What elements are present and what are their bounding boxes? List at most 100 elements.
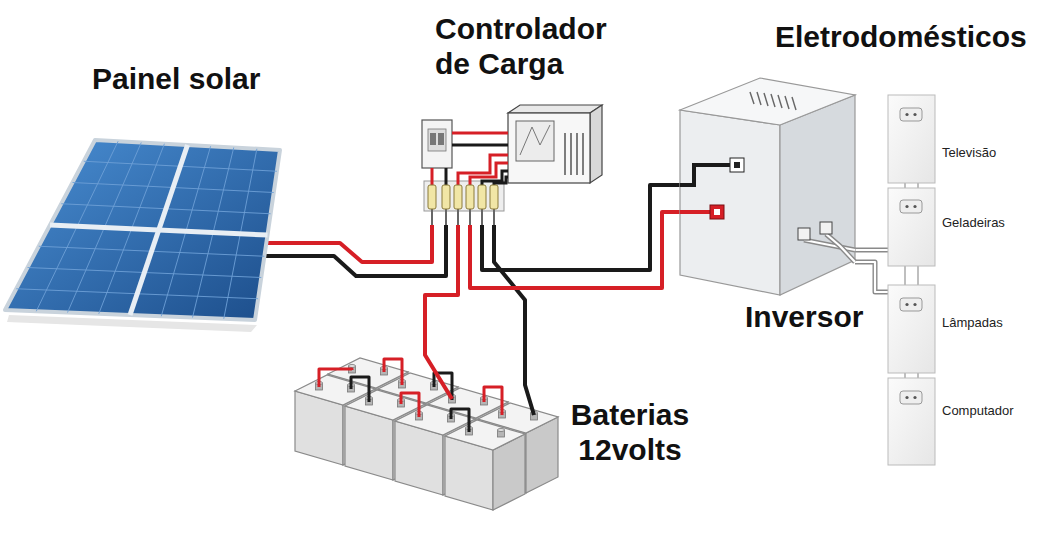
outlet-strip-part-part [905, 303, 908, 306]
outlet-strip-part [888, 188, 935, 266]
outlet-strip-part-part [905, 205, 908, 208]
inverter-part [804, 240, 855, 250]
charge-controller-part-part [442, 185, 450, 209]
outlet-strip-part-part [900, 200, 922, 213]
ac-cable [855, 248, 888, 253]
charge-controller-part-part [493, 209, 495, 225]
appliance-label: Lâmpadas [942, 315, 1003, 331]
charge-controller-part-part [457, 209, 459, 225]
solar-panel-part-part [50, 225, 268, 235]
appliance-label: Geladeiras [942, 215, 1005, 231]
battery-bank-part-part [401, 393, 419, 417]
charge-controller-part-part [570, 133, 572, 175]
inverter-node: Inversor [680, 70, 855, 295]
charge-controller-part-part [490, 185, 498, 209]
charge-controller-part-part [582, 133, 584, 175]
outlet-strip-part [888, 378, 935, 465]
charge-controller-part [422, 120, 452, 168]
solar-panel-part [50, 145, 268, 315]
outlet-strip-part-part [904, 373, 906, 378]
battery-title: Baterias 12volts [565, 398, 695, 467]
charge-controller-part-part [445, 209, 447, 225]
battery-bank-part-part [484, 387, 502, 415]
outlet-strip-part [888, 95, 935, 183]
ac-cable [855, 262, 888, 292]
outlet-strip-part-part [917, 373, 919, 378]
outlet-strip-part-part [917, 183, 919, 188]
inverter-part [680, 78, 855, 125]
inverter-part [730, 158, 744, 172]
outlet-strip-part-part [913, 205, 916, 208]
charge-controller-part [445, 168, 448, 185]
inverter-title: Inversor [745, 300, 863, 335]
outlet-strip-part-part [904, 183, 906, 188]
charge-controller-part [424, 181, 504, 211]
outlet-strip-part-part [905, 113, 908, 116]
solar-panel-part [16, 141, 277, 319]
inverter-part [680, 210, 712, 214]
charge-controller-part-part [469, 209, 471, 225]
charge-controller-part [428, 185, 498, 209]
charge-controller-part-part [481, 209, 483, 225]
outlet-strip-part-part [900, 391, 922, 404]
appliance-label: Televisão [942, 145, 996, 161]
inverter-part-part [757, 92, 761, 105]
charge-controller-part-part [454, 185, 462, 209]
inverter-part [826, 234, 855, 262]
charge-controller-part [438, 133, 444, 145]
inverter-part [714, 209, 720, 215]
battery-node: Baterias 12volts [295, 325, 560, 535]
charge-controller-part [452, 144, 508, 147]
ac-cable-core [855, 249, 888, 251]
inverter-part-part [785, 96, 789, 109]
charge-controller-part-part [478, 185, 486, 209]
outlet-plate: Computador [888, 378, 935, 465]
charge-controller-part [516, 121, 554, 161]
solar-panel-part [5, 140, 280, 320]
inverter-part [820, 222, 832, 234]
outlet-strip-part-part [905, 396, 908, 399]
inverter-part-part [764, 93, 768, 106]
charge-controller-part [432, 209, 494, 225]
charge-controller-part-part [428, 185, 436, 209]
controller-title: Controlador de Carga [435, 12, 620, 81]
battery-bank-part [319, 359, 502, 432]
solar-panel [5, 140, 285, 332]
negative-wire [482, 185, 680, 270]
battery-bank-part-part [451, 409, 469, 432]
battery-bank-part-part [319, 369, 352, 387]
charge-controller [422, 105, 602, 225]
solar-panel-node: Painel solar [5, 135, 285, 325]
charge-controller-part [458, 155, 508, 185]
outlet-strip [888, 95, 935, 465]
outlet-strip-part-part [913, 303, 916, 306]
charge-controller-part-part [466, 185, 474, 209]
outlet-strip-part-part [913, 113, 916, 116]
section-title: Eletrodomésticos [775, 20, 1027, 55]
charge-controller-part [590, 105, 602, 183]
outlet-strip-part [888, 285, 935, 373]
charge-controller-part [470, 163, 508, 185]
wire-connection [285, 225, 446, 276]
wire-connection [425, 225, 525, 325]
outlet-plate: Lâmpadas [888, 285, 935, 373]
charge-controller-part [431, 168, 434, 185]
inverter-part [710, 205, 724, 219]
charge-controller-part-part [431, 209, 433, 225]
battery-bank-part [445, 420, 525, 510]
inverter-part-part [792, 97, 796, 110]
charge-controller-part [428, 129, 446, 151]
wire-connection [855, 262, 888, 292]
negative-wire [285, 225, 446, 276]
inverter-part [826, 234, 855, 262]
ac-cable-core [855, 262, 888, 292]
charge-controller-part [430, 133, 436, 145]
charge-controller-part [508, 113, 590, 183]
outlet-plate: Geladeiras [888, 188, 935, 266]
panel-title: Painel solar [92, 62, 260, 97]
battery-bank [295, 325, 558, 510]
outlet-strip-part-part [900, 108, 922, 121]
battery-bank-part-part [351, 377, 369, 402]
inverter-part [780, 95, 855, 295]
